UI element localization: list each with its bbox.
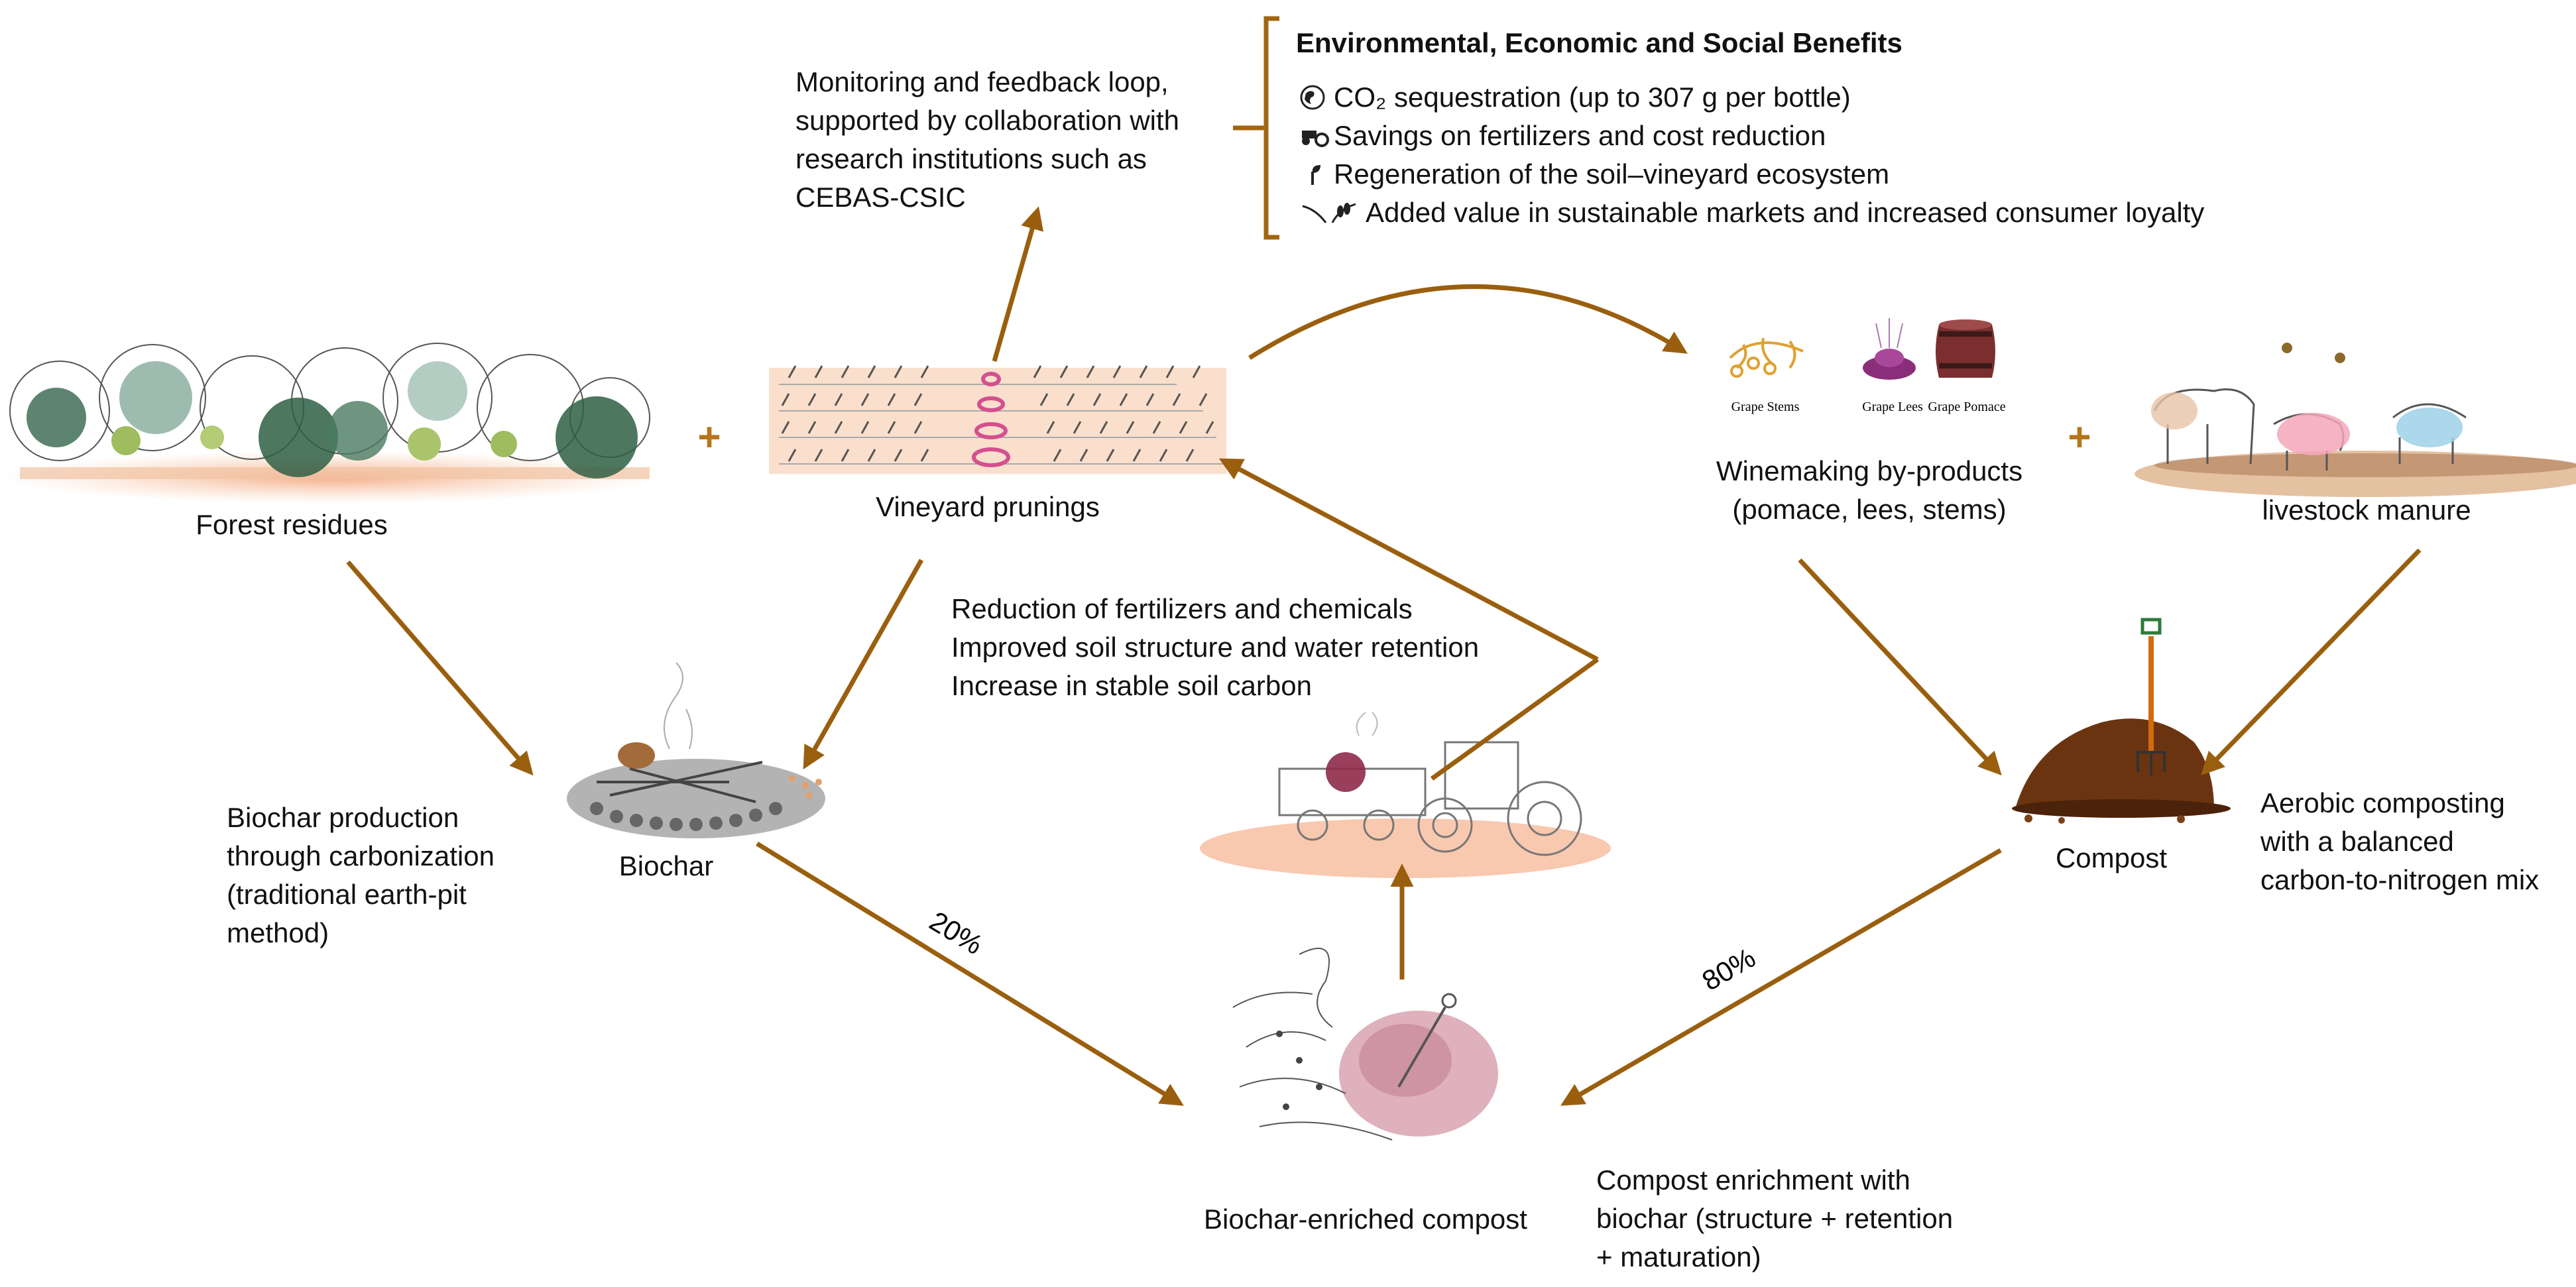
benefits-bracket <box>1233 16 1279 240</box>
biochar-enriched-compost-label: Biochar-enriched compost <box>1204 1203 1527 1235</box>
benefit-item-co2: CO₂ sequestration (up to 307 g per bottl… <box>1299 78 1851 117</box>
arrow-curved-to-byproducts <box>1248 284 1688 360</box>
line-soil-to-tractor <box>1430 657 1600 781</box>
arrow-byproducts-to-compost <box>1798 558 2002 776</box>
arrow-prunings-to-biochar <box>803 559 924 770</box>
forest-illustration <box>0 343 663 504</box>
enriched-compost-illustration <box>1232 948 1498 1141</box>
enrichment-text: Compost enrichment with biochar (structu… <box>1596 1164 1954 1272</box>
biochar-illustration <box>567 662 825 838</box>
livestock-manure-label: livestock manure <box>2262 494 2471 526</box>
benefit-text-savings: Savings on fertilizers and cost reductio… <box>1334 120 1826 151</box>
monitoring-text: Monitoring and feedback loop, supported … <box>795 66 1180 213</box>
soil-benefits-text: Reduction of fertilizers and chemicals I… <box>951 593 1480 701</box>
wheat-icon <box>1299 194 1366 232</box>
plus-sign-forest-vineyard: + <box>697 415 721 459</box>
byproducts-illustration <box>1729 318 1995 380</box>
benefit-text-regeneration: Regeneration of the soil–vineyard ecosys… <box>1334 158 1890 190</box>
arrow-biochar-to-enriched <box>756 842 1184 1106</box>
benefit-item-value: Added value in sustainable markets and i… <box>1299 194 2204 232</box>
arrow-compost-to-enriched <box>1560 848 2002 1106</box>
winemaking-byproducts-label: Winemaking by-products (pomace, lees, st… <box>1716 455 2023 525</box>
svg-text:Grape Pomace: Grape Pomace <box>1928 400 2005 414</box>
grape-stems-label: Grape Stems <box>1731 400 1800 414</box>
aerobic-composting-text: Aerobic composting with a balanced carbo… <box>2260 787 2540 895</box>
grape-lees-label: Grape Lees <box>1862 400 1923 414</box>
benefit-text-value: Added value in sustainable markets and i… <box>1366 197 2205 228</box>
arrow-manure-to-compost <box>2201 548 2422 776</box>
sprout-icon <box>1299 155 1334 194</box>
svg-text:Grape Stems: Grape Stems <box>1731 400 1800 414</box>
benefit-item-savings: Savings on fertilizers and cost reductio… <box>1299 117 1826 155</box>
ratio-label-compost: 80% <box>1697 942 1761 997</box>
livestock-illustration <box>2135 343 2576 497</box>
compost-illustration <box>2012 618 2231 824</box>
compost-label: Compost <box>2055 842 2168 873</box>
biochar-production-text: Biochar production through carbonization… <box>227 802 495 948</box>
plus-sign-byproducts-livestock: + <box>2068 415 2091 459</box>
benefit-text-co2: CO₂ sequestration (up to 307 g per bottl… <box>1334 82 1851 113</box>
biochar-label: Biochar <box>618 850 714 881</box>
arrow-forest-to-biochar <box>346 560 534 776</box>
vineyard-prunings-label: Vineyard prunings <box>876 491 1100 522</box>
tractor-illustration <box>1200 712 1611 878</box>
vineyard-illustration <box>769 365 1226 474</box>
svg-text:Grape Lees: Grape Lees <box>1862 400 1923 414</box>
forest-residues-label: Forest residues <box>196 509 388 540</box>
tractor-icon <box>1299 117 1334 155</box>
benefits-title: Environmental, Economic and Social Benef… <box>1296 27 1903 58</box>
arrow-soil-feedback-to-prunings <box>1218 458 1599 662</box>
grape-pomace-label: Grape Pomace <box>1928 400 2005 414</box>
arrow-prunings-to-monitoring <box>992 206 1044 362</box>
globe-icon <box>1299 78 1334 117</box>
benefit-item-regeneration: Regeneration of the soil–vineyard ecosys… <box>1299 155 1889 194</box>
